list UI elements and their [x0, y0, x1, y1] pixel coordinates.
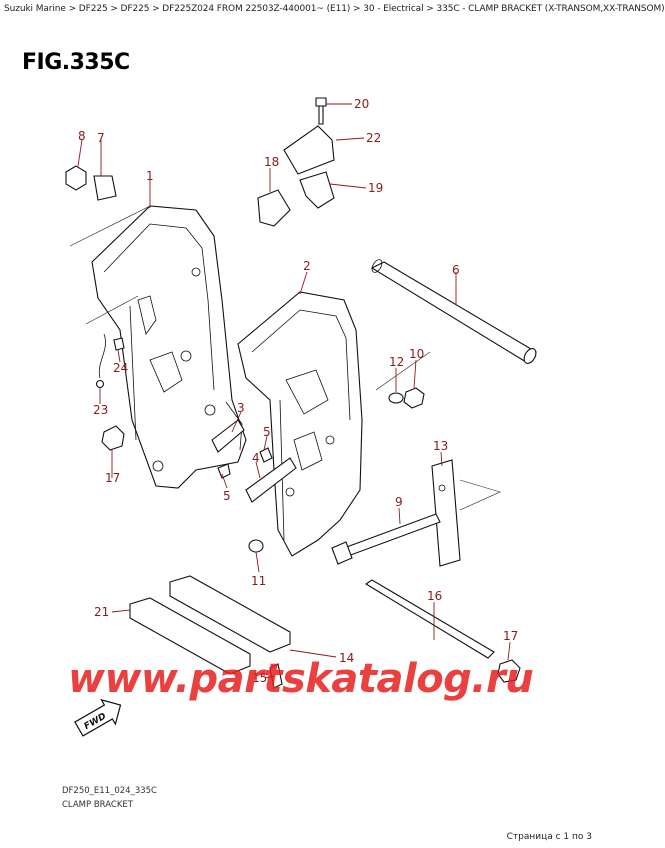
callout-23: 23	[93, 403, 108, 417]
clamp-bracket-right	[237, 291, 363, 557]
nut-17-right	[497, 659, 521, 683]
breadcrumb: Suzuki Marine > DF225 > DF225 > DF225Z02…	[4, 4, 665, 14]
callout-7: 7	[97, 131, 105, 145]
pad-21	[129, 597, 251, 675]
washer-7	[93, 175, 117, 201]
callout-11: 11	[251, 574, 266, 588]
plate-4	[245, 457, 297, 503]
callout-6: 6	[452, 263, 460, 277]
callout-2: 2	[303, 259, 311, 273]
callout-9: 9	[395, 495, 403, 509]
callout-4: 4	[252, 451, 260, 465]
callout-5-lower: 5	[223, 489, 231, 503]
fwd-arrow-icon: FWD	[74, 698, 122, 737]
callout-16: 16	[427, 589, 442, 603]
callout-8: 8	[78, 129, 86, 143]
callout-17-left: 17	[105, 471, 120, 485]
watermark: www.partskatalog.ru	[68, 656, 534, 702]
washer-11	[248, 539, 264, 553]
clamp-bracket-left	[91, 205, 247, 489]
cap-18	[257, 189, 291, 227]
screw-15	[269, 663, 283, 689]
callout-15: 15	[252, 671, 267, 685]
figure-code: DF250_E11_024_335C	[62, 786, 157, 796]
nut-17-left	[101, 425, 125, 451]
callout-10: 10	[409, 347, 424, 361]
callout-12: 12	[389, 355, 404, 369]
ground-wire-23	[98, 333, 106, 379]
callout-19: 19	[368, 181, 383, 195]
pad-14	[169, 575, 291, 653]
plate-19	[299, 171, 335, 209]
screw-5-lower	[217, 463, 231, 479]
callout-17-right: 17	[503, 629, 518, 643]
callout-3: 3	[237, 401, 245, 415]
callout-24: 24	[113, 361, 128, 375]
callout-14: 14	[339, 651, 354, 665]
screw-24	[113, 337, 125, 351]
page: Suzuki Marine > DF225 > DF225 > DF225Z02…	[4, 4, 665, 842]
pagination: Страница с 1 по 3	[506, 832, 592, 842]
rod-16	[364, 579, 495, 659]
plate-22	[283, 125, 335, 175]
callout-13: 13	[433, 439, 448, 453]
tilt-tube	[370, 259, 537, 364]
figure-title: FIG.335C	[22, 50, 130, 75]
nut-10	[403, 387, 425, 409]
plate-13	[431, 459, 461, 567]
callout-22: 22	[366, 131, 381, 145]
callout-21: 21	[94, 605, 109, 619]
bolt-9	[343, 513, 441, 557]
figure-name: CLAMP BRACKET	[62, 800, 133, 810]
plate-3	[211, 419, 245, 453]
nut-8	[65, 165, 87, 191]
callout-5-upper: 5	[263, 425, 271, 439]
callout-18: 18	[264, 155, 279, 169]
washer-12	[388, 392, 404, 404]
callout-20: 20	[354, 97, 369, 111]
callout-1: 1	[146, 169, 154, 183]
screw-5-upper	[259, 447, 273, 463]
parts-diagram: 1 2 3 4 5 5 6 7 8 9 10 11 12 13 14 15 16…	[65, 97, 537, 737]
bolt-20	[315, 97, 327, 125]
